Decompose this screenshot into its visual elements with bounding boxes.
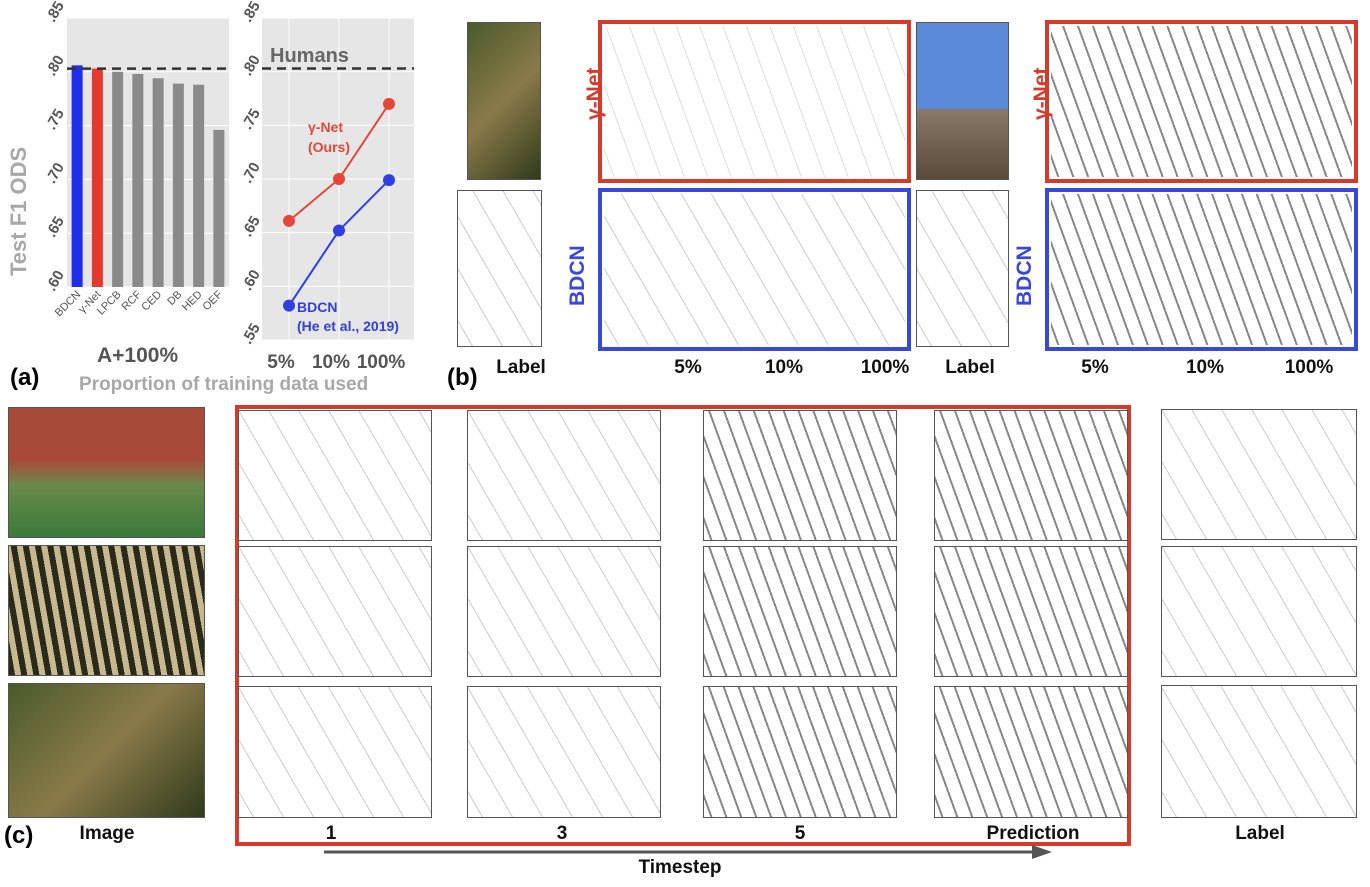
timestep-label: Timestep [638,857,722,878]
sculpture-label-edges [457,190,542,347]
y-tick-label: .75 [43,106,68,133]
y-tick-label: .75 [239,106,264,133]
shared-xlabel: Proportion of training data used [79,374,369,395]
y-tick-label: .60 [239,267,264,294]
mermaid-photo [916,22,1009,180]
col-label-t3: 3 [556,823,568,844]
y-tick-label: .80 [43,52,68,79]
col-label-image: Image [79,823,135,844]
birds-label-edges [1161,685,1357,818]
data-point [383,97,395,110]
bar-BDCN [71,65,83,288]
col-label: 100% [1284,357,1334,378]
panel-c-letter: (c) [4,822,34,849]
line-chart: .55 .60 .65 .70 .75 .80 .85 5% 10% 100% Humans γ-Ne… [239,0,414,373]
y-tick-label: .80 [239,52,264,79]
x-tick-label: CED [139,289,164,314]
gamma-net-timestep-results [235,405,1131,846]
humans-label: Humans [270,45,349,67]
gamma-net-results-mermaid [1045,20,1358,183]
panel-a-letter: (a) [10,364,40,391]
series-label: (He et al., 2019) [297,318,399,334]
series-label: γ-Net [308,119,343,135]
y-tick-label: .60 [43,268,68,295]
bdcn-results-mermaid [1045,188,1358,351]
col-label-t1: 1 [325,823,337,844]
bar-RCF [132,73,144,288]
x-tick-label: HED [180,289,205,314]
runners-t1-edge-map [238,410,432,541]
y-tick-label: .85 [43,0,68,25]
zebras-photo [8,545,205,676]
bar-DB [172,83,184,287]
x-tick-label: RCF [120,288,145,313]
x-tick-label: 10% [312,352,350,373]
y-tick-label: .55 [239,321,264,348]
bar-HED [193,84,205,287]
runners-t3-edge-map [467,410,661,541]
col-label-label: Label [1235,823,1285,844]
col-label: 10% [1185,357,1225,378]
data-point [333,224,345,237]
col-label: Label [496,357,546,378]
data-point [383,174,395,187]
data-point [333,173,345,185]
y-tick-label: .70 [43,160,68,187]
data-point [283,214,295,227]
zebras-t3-edge-map [467,546,661,677]
y-tick-label: .70 [239,160,264,187]
y-axis-label: Test F1 ODS [6,146,31,276]
x-tick-label: 100% [357,352,406,373]
sculpture-photo [467,22,541,180]
bdcn-results-sculpture [598,188,911,351]
timestep-arrow [324,845,1052,859]
plot-background [67,18,229,287]
col-label: 10% [764,357,804,378]
gamma-net-results-sculpture [598,20,911,183]
bar-OEF [213,129,225,287]
birds-t3-edge-map [467,686,661,818]
series-label: (Ours) [308,139,350,155]
row-label-bdcn: BDCN [566,245,589,306]
birds-t5-edge-map [703,686,897,818]
x-tick-label: OEF [201,288,226,313]
series-label: BDCN [297,299,337,315]
birds-photo [8,683,205,818]
runners-photo [8,407,205,538]
y-tick-label: .65 [43,214,68,241]
bar-LPCB [112,71,124,287]
zebras-t5-edge-map [703,546,897,677]
zebras-label-edges [1161,546,1357,677]
col-label: 100% [860,357,910,378]
runners-label-edges [1161,409,1357,540]
bar-γ-Net [91,68,103,288]
zebras-prediction-edge-map [934,546,1128,677]
birds-t1-edge-map [238,686,432,818]
panel-b-letter: (b) [447,364,478,391]
col-label: Label [945,357,995,378]
row-label-bdcn-2: BDCN [1013,245,1036,306]
row-label-gamma-net: γ-Net [583,67,606,120]
bar-CED [152,78,164,287]
col-label: 5% [674,357,702,378]
runners-prediction-edge-map [934,410,1128,541]
runners-t5-edge-map [703,410,897,541]
row-label-gamma-net-2: γ-Net [1030,67,1053,120]
col-label: 5% [1081,357,1109,378]
y-tick-label: .65 [239,213,264,240]
bar-chart-xlabel: A+100% [97,344,179,367]
x-tick-label: 5% [267,352,295,373]
data-point [283,299,295,312]
birds-prediction-edge-map [934,686,1128,818]
col-label-t5: 5 [794,823,806,844]
y-tick-label: .85 [239,0,264,25]
mermaid-label-edges [916,190,1009,347]
col-label-prediction: Prediction [986,823,1080,844]
zebras-t1-edge-map [238,546,432,677]
